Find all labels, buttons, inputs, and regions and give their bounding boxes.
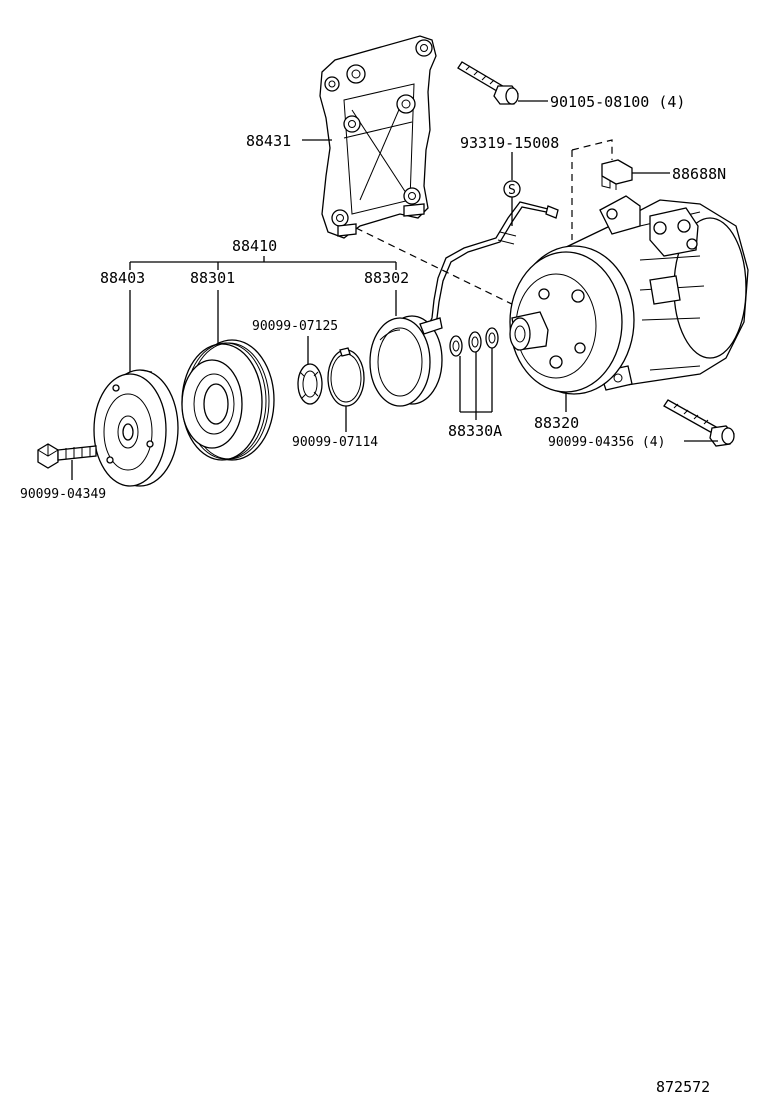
label-90105-08100: 90105-08100 (4) (550, 93, 685, 111)
label-90099-07114: 90099-07114 (292, 435, 378, 450)
label-88330A: 88330A (448, 422, 502, 440)
label-88320: 88320 (534, 414, 579, 432)
ac-compressor (509, 195, 749, 395)
compressor-bracket (319, 35, 437, 239)
field-coil-stator (369, 315, 443, 407)
connector-clip (601, 159, 633, 190)
shim-washers (449, 327, 499, 357)
label-88431: 88431 (246, 132, 291, 150)
label-93319-15008: 93319-15008 (460, 134, 559, 152)
figure-number: 872572 (656, 1078, 710, 1096)
temperature-sensor-wire (427, 201, 559, 331)
label-88688N: 88688N (672, 165, 726, 183)
snap-ring-large (327, 347, 365, 407)
pulley (181, 339, 275, 461)
label-88301: 88301 (190, 269, 235, 287)
label-88403: 88403 (100, 269, 145, 287)
label-90099-04356: 90099-04356 (4) (548, 435, 665, 450)
label-88410: 88410 (232, 237, 277, 255)
label-88302: 88302 (364, 269, 409, 287)
compressor-bolt (663, 399, 735, 447)
pressure-plate-bolt (37, 443, 97, 469)
label-90099-04349: 90099-04349 (20, 487, 106, 502)
pressure-plate (93, 369, 179, 487)
snap-ring-small (297, 363, 323, 405)
label-90099-07125: 90099-07125 (252, 319, 338, 334)
sensor-symbol: S (508, 183, 516, 198)
bracket-bolt (457, 61, 519, 105)
